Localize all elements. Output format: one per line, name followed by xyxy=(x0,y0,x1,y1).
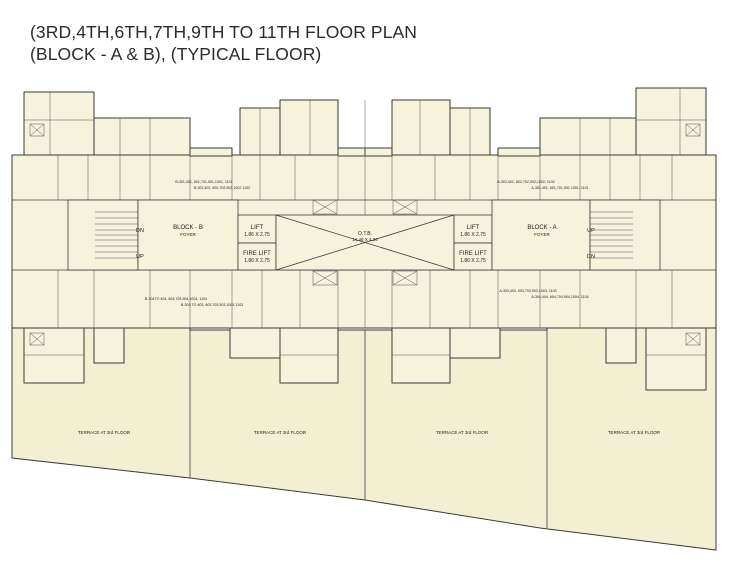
wing-b-bottom-right xyxy=(279,327,339,384)
block-a-label: BLOCK - A xyxy=(527,225,556,231)
wing-a-bottom-right-2 xyxy=(605,327,637,364)
terrace-slab xyxy=(11,327,717,551)
block-a-foyer xyxy=(491,199,591,271)
wing-a-top-right-2 xyxy=(539,117,637,156)
left-fire-lift-size: 1.86 X 2.75 xyxy=(244,258,270,264)
left-lift-label: LIFT xyxy=(251,225,264,231)
block-b-up-label: UP xyxy=(136,254,144,260)
block-b-foyer xyxy=(137,199,239,271)
flat-no-b-bottom-left: B-304TO 404, 604,704,904,1004, 1104 xyxy=(145,297,207,301)
terrace-label-3: TERRACE AT 3rd FLOOR xyxy=(436,430,489,435)
room-partitions-top xyxy=(24,88,706,328)
wing-b-top-left xyxy=(23,91,95,156)
left-lift-size: 1.86 X 2.75 xyxy=(244,232,270,238)
wing-b-top-left-2 xyxy=(93,117,191,156)
block-a-foyer-label: FOYER xyxy=(534,232,550,237)
block-b-label: BLOCK - B xyxy=(173,225,203,231)
block-b-dn-label: DN xyxy=(136,228,144,234)
flat-no-a-bottom-right: A-304,404, 604,704,904,1004, 1104 xyxy=(531,295,588,299)
wing-a-top-left xyxy=(391,99,451,156)
room-partitions-bottom xyxy=(24,270,706,356)
right-lift-size: 1.86 X 2.75 xyxy=(460,232,486,238)
right-fire-lift-label: FIRE LIFT xyxy=(459,251,487,257)
wing-a-balcony-1 xyxy=(497,147,541,157)
wing-b-bottom-mid xyxy=(229,327,281,359)
flat-no-a-top-right: A-301,401, 601,701,901 1001, 1101 xyxy=(531,186,588,190)
wing-b-balcony-2 xyxy=(337,147,366,157)
wing-a-top-right xyxy=(635,87,707,156)
left-fire-lift-label: FIRE LIFT xyxy=(243,251,271,257)
block-a-dn-label: DN xyxy=(587,254,595,260)
terrace-label-2: TERRACE AT 3rd FLOOR xyxy=(254,430,307,435)
block-b-stair-treads xyxy=(95,211,138,259)
wing-b-bottom-left-2 xyxy=(93,327,125,364)
otb-size: 14.46 X 4.26 xyxy=(352,237,378,242)
right-fire-lift-size: 1.86 X 2.75 xyxy=(460,258,486,264)
wing-b-top-right xyxy=(279,99,339,156)
flat-no-b-top-left: B-301,401, 601,701,901,1001, 1101 xyxy=(175,180,232,184)
wing-a-balcony-2 xyxy=(364,147,393,157)
block-a-up-label: UP xyxy=(587,228,595,234)
block-b-foyer-label: FOYER xyxy=(180,232,196,237)
wing-b-balcony-1 xyxy=(189,147,233,157)
flat-no-b-bottom-right: B-303 TO 403, 603,703,903,1003 1103 xyxy=(181,303,243,307)
plan-title-line-2: (BLOCK - A & B), (TYPICAL FLOOR) xyxy=(30,44,322,64)
otb-cross-2 xyxy=(275,214,455,271)
flat-no-a-bottom-left: A-303,403, 603,703,903,1003, 1103 xyxy=(499,289,556,293)
otb-label: O.T.B. xyxy=(358,231,372,237)
right-lift-box xyxy=(453,214,493,244)
wing-a-bottom-mid xyxy=(449,327,501,359)
wing-b-bottom-left xyxy=(23,327,85,384)
block-a-stair-treads xyxy=(590,211,633,259)
wing-a-bottom-left xyxy=(391,327,451,384)
left-fire-lift-box xyxy=(237,242,277,271)
duct-shafts xyxy=(29,123,701,346)
terrace-label-1: TERRACE AT 3rd FLOOR xyxy=(78,430,131,435)
left-lift-box xyxy=(237,214,277,244)
flat-no-b-top-right: B-302,402, 602,702,902,1002 1102 xyxy=(194,186,250,190)
flat-no-a-top-left: A-302,402, 602,702,902,1002, 1102 xyxy=(497,180,554,184)
right-lift-label: LIFT xyxy=(467,225,480,231)
terrace-label-4: TERRACE AT 3rd FLOOR xyxy=(608,430,661,435)
right-fire-lift-box xyxy=(453,242,493,271)
wing-a-bottom-right xyxy=(645,327,707,391)
plan-title-line-1: (3RD,4TH,6TH,7TH,9TH TO 11TH FLOOR PLAN xyxy=(30,22,418,42)
